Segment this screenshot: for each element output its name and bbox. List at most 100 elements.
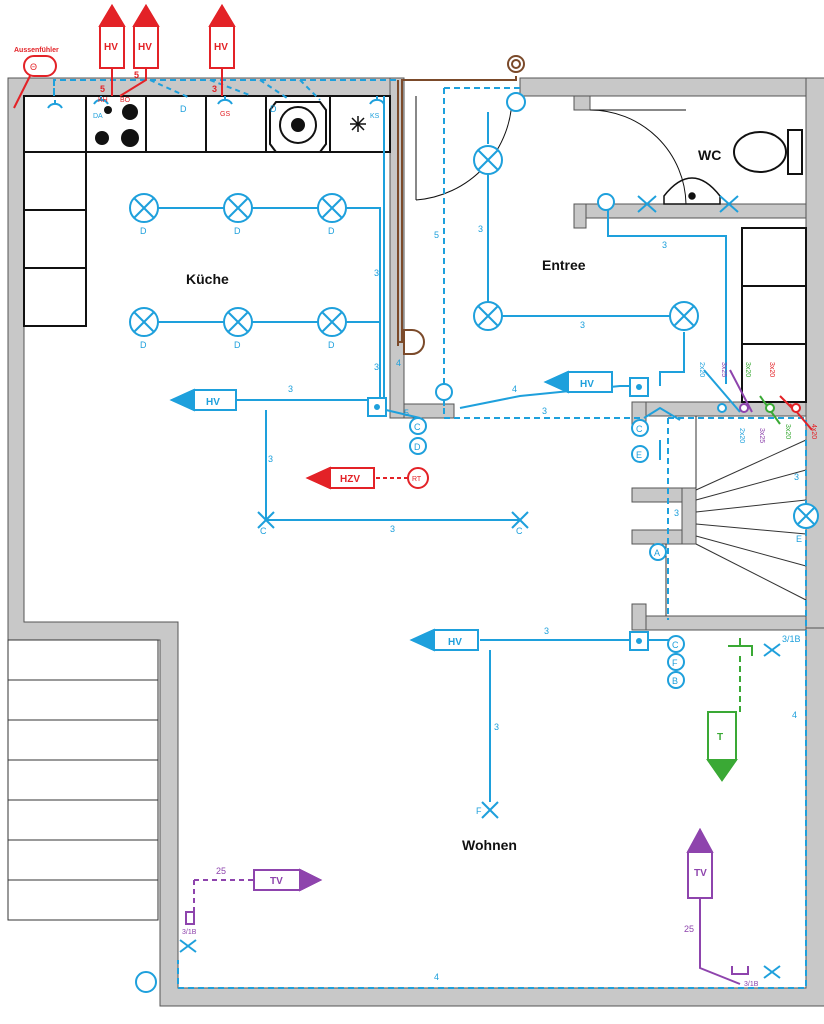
socket-label-c: C (636, 424, 643, 434)
tv-socket-label: 3/1B (182, 929, 197, 936)
light-label-d: D (140, 340, 147, 350)
light-icon (473, 301, 503, 331)
cable-label-4x20: 4x20 (810, 424, 817, 439)
outlet-label-c: C (260, 526, 267, 536)
rt-label: RT (412, 476, 422, 483)
light-icon (793, 503, 819, 529)
wire-count: 3 (494, 722, 499, 732)
socket-icon (667, 635, 685, 653)
light-icon (317, 193, 347, 223)
socket-icon (217, 96, 233, 105)
appliance-gs: GS (220, 111, 230, 118)
wire-count: 3 (662, 240, 667, 250)
sink (663, 177, 721, 205)
hv-label: HV (448, 637, 462, 648)
motion-sensor-icon (597, 193, 615, 211)
red-wiring (13, 66, 813, 479)
socket-label-d: D (414, 442, 421, 452)
cable-label-2x20: 2x20 (698, 362, 705, 377)
cooktop (95, 104, 139, 147)
outlet-cross-icon (257, 511, 275, 529)
junction-boxes (367, 377, 649, 651)
hzv-icon (305, 466, 375, 490)
junction-box-icon (629, 377, 649, 397)
cable-label-3x20: 3x20 (744, 362, 751, 377)
hv-label-red: HV (138, 42, 152, 53)
purple-wiring (185, 827, 749, 985)
room-wc: WC (698, 147, 721, 163)
light-label-d: D (180, 104, 187, 114)
wire-count: 5 (434, 230, 439, 240)
wire-count: 3 (794, 472, 799, 482)
purple-count: 25 (216, 866, 226, 876)
purple-count: 25 (684, 924, 694, 934)
socket-label-a: A (654, 548, 660, 558)
cable-label-3x20: 3x20 (768, 362, 775, 377)
socket-icon (47, 100, 63, 109)
outlet-cross-icon (719, 195, 739, 213)
kitchen-counter (23, 95, 391, 327)
wire-count: 3 (674, 508, 679, 518)
aussenfuehler-icon (23, 55, 57, 77)
hv-red-icon (208, 4, 236, 69)
outlet-cross-icon (763, 643, 781, 657)
wire-count: 4 (792, 710, 797, 720)
aussenfuehler-theta: Θ (30, 62, 37, 72)
entree-lights (473, 145, 819, 529)
tv-wohnen-icon (253, 868, 323, 892)
hzv-label: HZV (340, 474, 360, 485)
purple-labels: TV TV 25 25 3x25 3x25 3/1B 3/1B (182, 362, 765, 988)
red-count: 5 (134, 70, 139, 80)
red-count: 3 (212, 84, 217, 94)
cable-arrows (703, 369, 801, 425)
light-icon (473, 145, 503, 175)
left-stairs (7, 639, 159, 921)
socket-label-e: E (636, 450, 642, 460)
socket-icon (667, 653, 685, 671)
socket-symbols (135, 92, 685, 993)
socket-icon (369, 96, 385, 105)
wire-count: 3 (268, 454, 273, 464)
tv-label: TV (270, 876, 283, 887)
hv-arrows-blue (169, 370, 613, 652)
tv-socket-label: 3/1B (744, 981, 759, 988)
hv-label-red: HV (214, 42, 228, 53)
wire-count: 5 (404, 408, 409, 418)
socket-label-f: F (672, 658, 678, 668)
hv-entree-icon (543, 370, 613, 394)
hv-wohnen-icon (409, 628, 479, 652)
outlet-cross-icon (763, 965, 781, 979)
light-icon (223, 307, 253, 337)
kitchen-top-sockets (47, 79, 385, 109)
wire-count: 3 (580, 320, 585, 330)
wall-wc-stub-left (573, 203, 587, 229)
wall-top-entree (519, 77, 824, 97)
green-labels: T 3x20 3x20 (717, 362, 791, 743)
socket-icon (409, 417, 427, 435)
hv-red-icon (132, 4, 160, 69)
wall-stair-bottom (631, 615, 807, 631)
socket-icon (93, 96, 109, 105)
socket-label-c: C (414, 422, 421, 432)
wire-count: 4 (396, 358, 401, 368)
wire-count: 3 (374, 268, 379, 278)
cable-label-3x25: 3x25 (758, 428, 765, 443)
kitchen-lights (129, 193, 347, 337)
wire-count: 3 (288, 384, 293, 394)
outlet-cross-icon (637, 195, 657, 213)
hv-label: HV (580, 379, 594, 390)
light-label-d: D (270, 104, 277, 114)
hv-red-icon (98, 4, 126, 69)
wire-count: 4 (434, 972, 439, 982)
light-label-d: D (328, 340, 335, 350)
hv-kitchen-icon (169, 388, 237, 412)
toilet (733, 129, 803, 175)
socket-icon (631, 445, 649, 463)
door-swings (415, 95, 687, 205)
wall-right (805, 77, 824, 629)
rt-thermostat-icon (407, 467, 429, 489)
light-icon (223, 193, 253, 223)
motion-sensor-icon (135, 971, 157, 993)
tv-label: TV (694, 868, 707, 879)
